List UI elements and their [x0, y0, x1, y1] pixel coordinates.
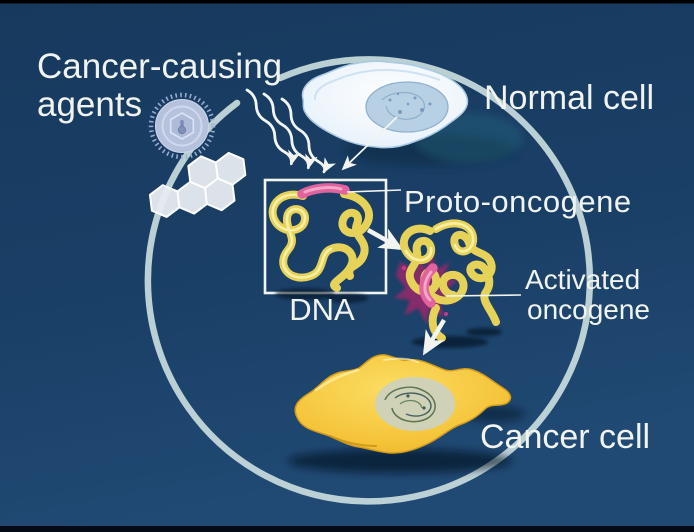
cancer-cell: [288, 354, 525, 473]
dna-strand-highlight: [271, 193, 333, 279]
cell-cycle-ring: [144, 56, 594, 505]
cancer-cell-crease: [329, 435, 377, 447]
cancer-cell-highlight-2: [383, 357, 419, 363]
cancer-nucleus-dot-2: [422, 406, 426, 410]
normal-cell-rim-detail: [313, 68, 441, 101]
cancer-nucleus-scribble-1: [384, 386, 436, 423]
normal-cell-nucleus: [365, 81, 449, 133]
top-border-bar: [0, 0, 694, 4]
activated-segment-highlight: [423, 270, 433, 302]
burst-speckle-2: [444, 312, 448, 316]
virus-spikes: [148, 92, 216, 160]
dna-shadow-2: [328, 293, 368, 303]
dna-tangle: [268, 183, 374, 303]
proto-oncogene-highlight: [303, 186, 343, 194]
oncogene-to-cancer-arrow: [422, 318, 446, 356]
oncogene-shadow-2: [466, 328, 502, 336]
cancer-nucleus-scribble-3: [399, 399, 423, 409]
proto-oncogene-callout-line: [346, 189, 402, 193]
cancer-cell-shadow: [288, 449, 512, 473]
bottom-border-bar: [0, 526, 694, 532]
cancer-cell-highlight-1: [314, 368, 360, 392]
cancer-cell-nucleus: [375, 377, 455, 431]
radiation-wave-3: [280, 97, 336, 174]
chemical-carcinogen-molecule-icon: [148, 151, 247, 218]
dna-to-oncogene-arrow: [366, 228, 404, 250]
radiation-wave-1: [245, 88, 301, 166]
activated-callout-line: [445, 294, 522, 297]
activated-oncogene-tangle: [394, 219, 502, 348]
cancer-nucleus-scribble-2: [394, 392, 432, 417]
normal-cell-label: Normal cell: [484, 79, 654, 117]
burst-speckle-1: [401, 265, 407, 271]
agents-heading-line1: Cancer-causing: [37, 47, 282, 86]
oncogene-strand-highlight: [404, 222, 475, 262]
radiation-wavy-arrows-icon: [245, 88, 336, 174]
activated-label-line2: oncogene: [527, 294, 650, 325]
nucleus-speckles: [388, 92, 432, 114]
cancer-cell-label: Cancer cell: [480, 418, 650, 456]
agents-heading-line2: agents: [37, 85, 142, 124]
activated-label-line1: Activated: [525, 264, 640, 295]
virus-core-dot: [177, 125, 187, 135]
nucleus-to-dna-arrow: [341, 116, 398, 171]
cancer-nucleus-dot-1: [406, 394, 410, 398]
virus-icon: [148, 92, 216, 160]
dna-strand-b: [338, 190, 374, 280]
dna-shadow-1: [275, 288, 335, 300]
dna-label: DNA: [289, 292, 355, 327]
proto-oncogene-label: Proto-oncogene: [404, 184, 632, 219]
virus-inner-ring: [161, 105, 203, 147]
radiation-wave-2: [262, 92, 318, 170]
oncogene-shadow-1: [412, 336, 488, 348]
normal-cell: [301, 60, 523, 166]
